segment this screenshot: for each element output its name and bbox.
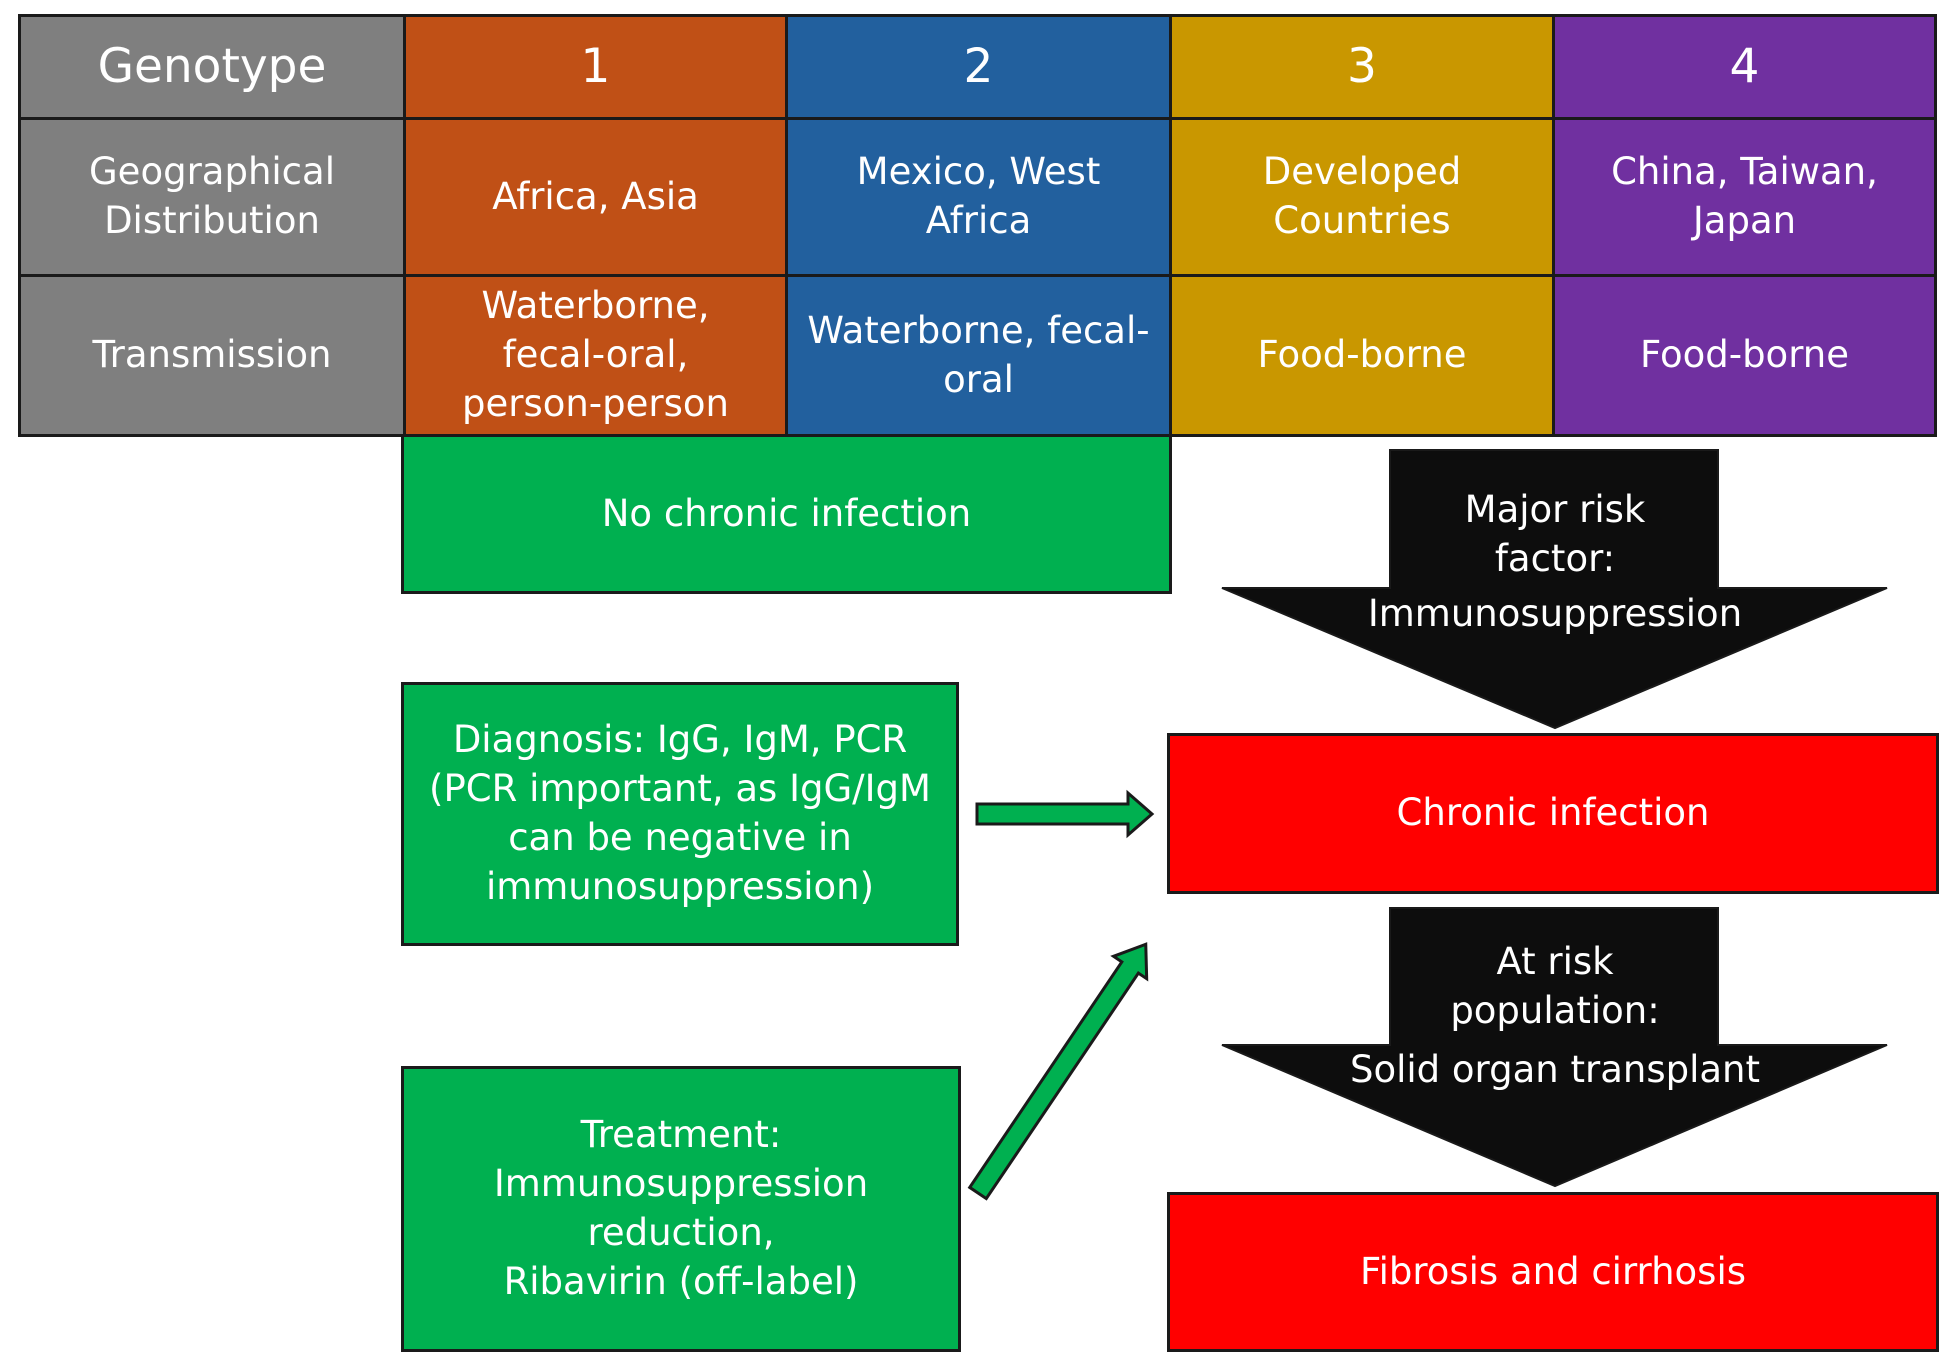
geo-genotype-2-text: Mexico, West Africa bbox=[856, 150, 1101, 242]
genotype-2-header: 2 bbox=[785, 14, 1172, 120]
at-risk-label: At risk population: Solid organ transpla… bbox=[1330, 938, 1780, 1094]
genotype-1-label: 1 bbox=[580, 38, 611, 94]
genotype-header-label: Genotype bbox=[97, 38, 327, 94]
at-risk-arrow bbox=[1221, 907, 1888, 1188]
risk-factor-label-line-1: Major risk factor: bbox=[1464, 488, 1646, 580]
geo-genotype-4: China, Taiwan, Japan bbox=[1552, 117, 1937, 277]
transmission-genotype-2: Waterborne, fecal-oral bbox=[785, 274, 1172, 437]
transmission-genotype-4: Food-borne bbox=[1552, 274, 1937, 437]
at-risk-label-line-1: At risk population: bbox=[1450, 940, 1660, 1032]
geo-genotype-3-text: Developed Countries bbox=[1262, 150, 1462, 242]
transmission-label-cell: Transmission bbox=[18, 274, 406, 437]
chronic-infection-text: Chronic infection bbox=[1396, 791, 1710, 835]
geo-label: Geographical Distribution bbox=[89, 150, 335, 242]
treatment-to-chronic-arrow bbox=[967, 942, 1149, 1201]
transmission-genotype-4-text: Food-borne bbox=[1640, 333, 1849, 377]
genotype-2-label: 2 bbox=[963, 38, 994, 94]
genotype-4-label: 4 bbox=[1729, 38, 1760, 94]
genotype-3-header: 3 bbox=[1169, 14, 1555, 120]
genotype-3-label: 3 bbox=[1347, 38, 1377, 94]
geo-genotype-2: Mexico, West Africa bbox=[785, 117, 1172, 277]
geo-genotype-1-text: Africa, Asia bbox=[492, 174, 699, 218]
geo-genotype-3: Developed Countries bbox=[1169, 117, 1555, 277]
fibrosis-cirrhosis-text: Fibrosis and cirrhosis bbox=[1359, 1249, 1747, 1293]
chronic-infection-box: Chronic infection bbox=[1167, 733, 1939, 894]
genotype-header-cell: Genotype bbox=[18, 14, 406, 120]
risk-factor-label: Major risk factor: Immunosuppression bbox=[1330, 486, 1780, 638]
no-chronic-infection-text: No chronic infection bbox=[601, 491, 972, 535]
genotype-4-header: 4 bbox=[1552, 14, 1937, 120]
no-chronic-infection-box: No chronic infection bbox=[401, 434, 1172, 594]
treatment-line-3: Ribavirin (off-label) bbox=[503, 1259, 859, 1303]
treatment-box: Treatment: Immunosuppression reduction, … bbox=[401, 1066, 961, 1352]
transmission-genotype-3: Food-borne bbox=[1169, 274, 1555, 437]
transmission-genotype-1-text: Waterborne, fecal-oral, person-person bbox=[461, 284, 729, 425]
geo-genotype-4-text: China, Taiwan, Japan bbox=[1611, 150, 1878, 242]
diagnosis-text: Diagnosis: IgG, IgM, PCR (PCR important,… bbox=[429, 718, 931, 908]
treatment-text: Treatment: Immunosuppression reduction, … bbox=[426, 1111, 936, 1306]
transmission-genotype-3-text: Food-borne bbox=[1257, 333, 1467, 377]
diagnosis-to-chronic-arrow bbox=[975, 789, 1155, 839]
at-risk-label-line-2: Solid organ transplant bbox=[1349, 1047, 1761, 1091]
risk-factor-arrow bbox=[1221, 449, 1888, 730]
diagnosis-box: Diagnosis: IgG, IgM, PCR (PCR important,… bbox=[401, 682, 959, 946]
transmission-genotype-2-text: Waterborne, fecal-oral bbox=[807, 308, 1150, 401]
risk-factor-label-line-2: Immunosuppression bbox=[1367, 591, 1743, 635]
fibrosis-cirrhosis-box: Fibrosis and cirrhosis bbox=[1167, 1192, 1939, 1352]
treatment-line-1: Treatment: bbox=[580, 1113, 782, 1157]
transmission-genotype-1: Waterborne, fecal-oral, person-person bbox=[403, 274, 788, 437]
geo-label-cell: Geographical Distribution bbox=[18, 117, 406, 277]
transmission-label: Transmission bbox=[92, 333, 332, 377]
treatment-line-2: Immunosuppression reduction, bbox=[493, 1162, 869, 1254]
